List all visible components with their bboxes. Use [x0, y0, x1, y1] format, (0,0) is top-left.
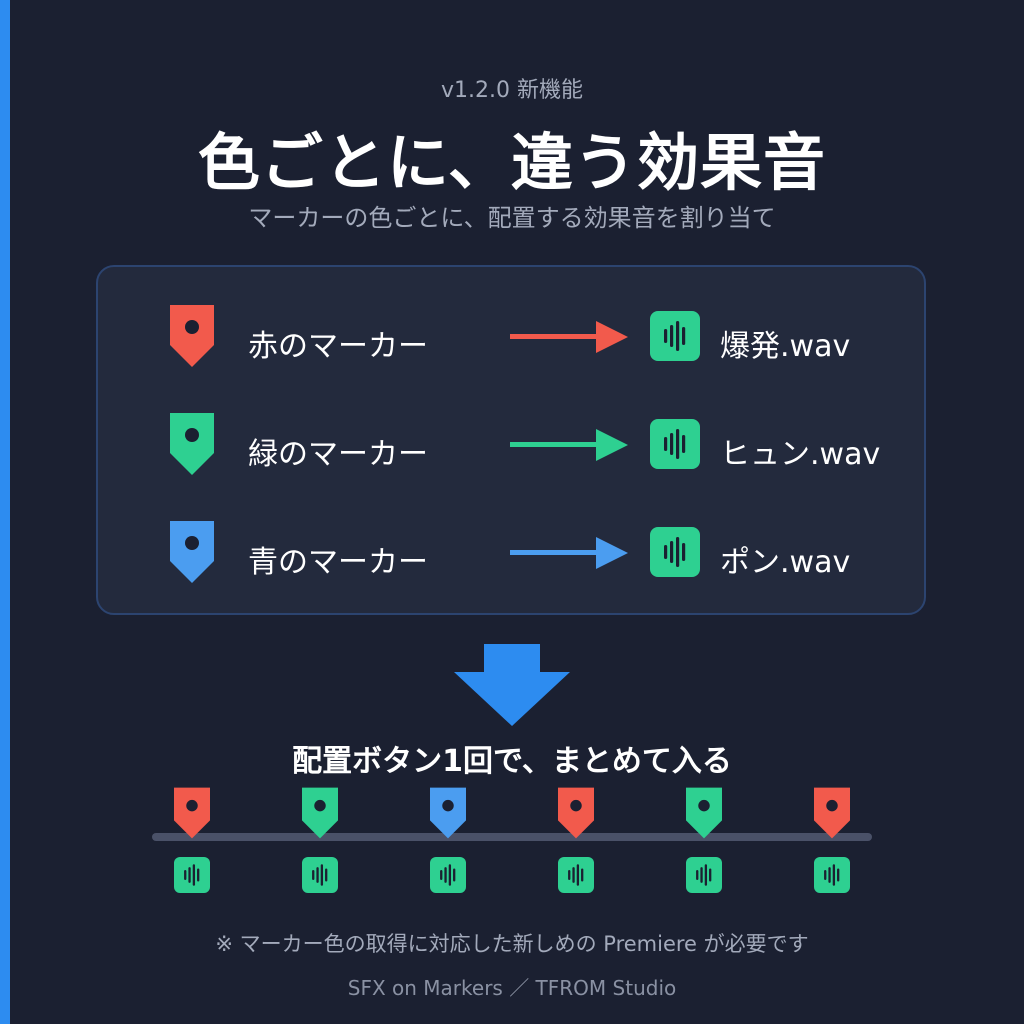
marker-pin-icon [170, 413, 214, 475]
marker-label: 緑のマーカー [248, 437, 428, 472]
version-label: v1.2.0 新機能 [441, 78, 583, 103]
mapping-panel: 赤のマーカー 爆発.wav 緑のマーカー ヒュン.wav 青のマーカー ポン.wav [96, 265, 926, 615]
arrow-down-icon [454, 644, 570, 726]
sound-file-badge [650, 527, 700, 577]
audio-waveform-icon [184, 864, 200, 886]
timeline-marker-icon [814, 787, 850, 839]
audio-waveform-icon [696, 864, 712, 886]
audio-waveform-icon [440, 864, 456, 886]
timeline-sound-badge [686, 857, 722, 893]
credit-line: SFX on Markers ／ TFROM Studio [347, 976, 677, 1000]
timeline-marker-icon [430, 787, 466, 839]
mapping-row: 赤のマーカー 爆発.wav [98, 305, 928, 385]
sound-file-badge [650, 311, 700, 361]
requirement-note: ※ マーカー色の取得に対応した新しめの Premiere が必要です [215, 932, 809, 956]
timeline-sound-badge [430, 857, 466, 893]
sound-file-badge [650, 419, 700, 469]
timeline-marker-icon [174, 787, 210, 839]
accent-bar [0, 0, 10, 1024]
timeline-sound-badge [814, 857, 850, 893]
marker-label: 青のマーカー [248, 545, 428, 580]
timeline-marker-icon [302, 787, 338, 839]
mapping-row: 緑のマーカー ヒュン.wav [98, 413, 928, 493]
timeline-track [152, 833, 872, 841]
audio-waveform-icon [824, 864, 840, 886]
audio-waveform-icon [664, 537, 686, 567]
audio-waveform-icon [664, 429, 686, 459]
audio-waveform-icon [568, 864, 584, 886]
timeline-marker-icon [686, 787, 722, 839]
page-title: 色ごとに、違う効果音 [197, 126, 827, 199]
audio-waveform-icon [312, 864, 328, 886]
timeline-sound-badge [174, 857, 210, 893]
audio-waveform-icon [664, 321, 686, 351]
timeline-sound-badge [302, 857, 338, 893]
page-subtitle: マーカーの色ごとに、配置する効果音を割り当て [248, 204, 776, 232]
mapping-row: 青のマーカー ポン.wav [98, 521, 928, 601]
arrow-right-icon [510, 429, 628, 461]
arrow-right-icon [510, 321, 628, 353]
batch-caption: 配置ボタン1回で、まとめて入る [292, 744, 732, 779]
arrow-right-icon [510, 537, 628, 569]
timeline-sound-badge [558, 857, 594, 893]
sound-file-name: 爆発.wav [720, 329, 851, 364]
sound-file-name: ポン.wav [720, 545, 851, 580]
sound-file-name: ヒュン.wav [720, 437, 881, 472]
marker-pin-icon [170, 521, 214, 583]
timeline-marker-icon [558, 787, 594, 839]
marker-pin-icon [170, 305, 214, 367]
marker-label: 赤のマーカー [248, 329, 428, 364]
